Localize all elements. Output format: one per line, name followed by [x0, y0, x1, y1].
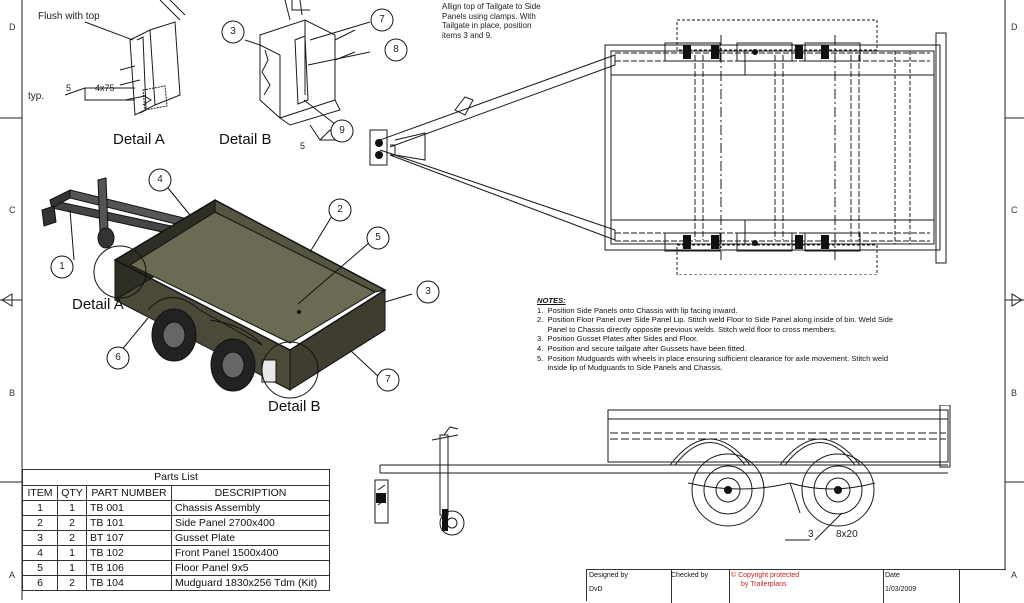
copyright-line-2: by Trailerplans	[741, 581, 787, 588]
detail-a-callout: Detail A	[72, 296, 124, 313]
balloon-2: 2	[337, 204, 343, 215]
title-block: Designed by DvD Checked by © Copyright p…	[586, 569, 1006, 603]
tailgate-note-line-2: Panels using clamps. With	[442, 11, 536, 21]
balloon-9-top: 9	[339, 125, 345, 136]
note-line-4: 3. Position Gusset Plates after Sides an…	[537, 334, 699, 344]
balloon-7: 7	[385, 374, 391, 385]
cell-part-number: TB 106	[86, 560, 172, 576]
zone-c-left: C	[9, 205, 16, 215]
cell-description: Mudguard 1830x256 Tdm (Kit)	[171, 575, 330, 591]
cell-qty: 1	[57, 545, 87, 561]
weld-size-5: 5	[66, 83, 72, 93]
side-view-elevation	[374, 405, 951, 541]
balloon-7-top: 7	[379, 14, 385, 25]
flush-with-top-note: Flush with top	[38, 11, 100, 22]
cell-part-number: TB 102	[86, 545, 172, 561]
table-row: 3 2 BT 107 Gusset Plate	[22, 530, 330, 546]
detail-b-drawing	[221, 0, 408, 143]
parts-header-row: ITEM QTY PART NUMBER DESCRIPTION	[22, 485, 330, 501]
copyright-cell: © Copyright protected by Trailerplans	[729, 570, 884, 603]
parts-list: Parts List ITEM QTY PART NUMBER DESCRIPT…	[22, 469, 330, 591]
balloon-4: 4	[157, 174, 163, 185]
detail-b-callout: Detail B	[268, 398, 321, 415]
notes-title: NOTES:	[537, 296, 566, 305]
notes-block: NOTES: 1. Position Side Panels onto Chas…	[537, 296, 967, 373]
balloon-6: 6	[115, 352, 121, 363]
cell-qty: 2	[57, 515, 87, 531]
table-row: 6 2 TB 104 Mudguard 1830x256 Tdm (Kit)	[22, 575, 330, 591]
weld-size-8x20: 8x20	[836, 529, 858, 540]
col-description: DESCRIPTION	[171, 485, 330, 501]
table-row: 4 1 TB 102 Front Panel 1500x400	[22, 545, 330, 561]
note-line-3: Panel to Chassis directly opposite previ…	[537, 324, 837, 334]
note-line-5: 4. Position and secure tailgate after Gu…	[537, 343, 747, 353]
note-line-7: inside lip of Mudguards to Side Panels a…	[537, 363, 723, 373]
cell-description: Front Panel 1500x400	[171, 545, 330, 561]
isometric-view	[41, 168, 440, 399]
balloon-3-top: 3	[230, 26, 236, 37]
tailgate-note-line-1: Allign top of Tailgate to Side	[442, 2, 541, 11]
balloon-5: 5	[375, 232, 381, 243]
cell-item: 1	[22, 500, 58, 516]
cell-qty: 2	[57, 575, 87, 591]
checked-by-label: Checked by	[671, 572, 708, 579]
cell-part-number: TB 104	[86, 575, 172, 591]
designed-by-cell: Designed by DvD	[587, 570, 672, 603]
date-label: Date	[885, 572, 900, 579]
cell-description: Chassis Assembly	[171, 500, 330, 516]
table-row: 2 2 TB 101 Side Panel 2700x400	[22, 515, 330, 531]
designed-by-label: Designed by	[589, 572, 628, 579]
zone-a-right: A	[1011, 570, 1018, 580]
cell-item: 4	[22, 545, 58, 561]
note-line-6: 5. Position Mudguards with wheels in pla…	[537, 353, 889, 363]
cell-description: Side Panel 2700x400	[171, 515, 330, 531]
weld-size-4x75: 4x75	[95, 83, 115, 93]
date-cell: Date 1/03/2009	[883, 570, 960, 603]
weld-size-5b: 5	[300, 141, 306, 151]
cell-item: 2	[22, 515, 58, 531]
zone-d-left: D	[9, 22, 16, 32]
balloon-1: 1	[59, 261, 65, 272]
detail-a-drawing	[64, 0, 186, 116]
tailgate-note: Allign top of Tailgate to Side Panels us…	[442, 2, 541, 40]
detail-a-label: Detail A	[113, 131, 165, 148]
col-qty: QTY	[57, 485, 87, 501]
zone-a-left: A	[9, 570, 16, 580]
cell-item: 6	[22, 575, 58, 591]
balloon-3: 3	[425, 286, 431, 297]
col-item: ITEM	[22, 485, 58, 501]
table-row: 5 1 TB 106 Floor Panel 9x5	[22, 560, 330, 576]
designed-by-value: DvD	[589, 586, 603, 593]
weld-size-3: 3	[808, 529, 814, 540]
note-line-1: 1. Position Side Panels onto Chassis wit…	[537, 305, 738, 315]
cell-description: Gusset Plate	[171, 530, 330, 546]
cell-item: 3	[22, 530, 58, 546]
cell-qty: 1	[57, 560, 87, 576]
balloon-8-top: 8	[393, 44, 399, 55]
cell-description: Floor Panel 9x5	[171, 560, 330, 576]
parts-table: ITEM QTY PART NUMBER DESCRIPTION 1 1 TB …	[22, 485, 330, 591]
cell-part-number: TB 101	[86, 515, 172, 531]
zone-b-right: B	[1011, 388, 1018, 398]
top-view-plan	[369, 19, 947, 275]
checked-by-cell: Checked by	[669, 570, 730, 603]
zone-d-right: D	[1011, 22, 1018, 32]
cell-qty: 1	[57, 500, 87, 516]
tailgate-note-line-3: Tailgate in place, position	[442, 21, 532, 30]
copyright-line-1: © Copyright protected	[731, 572, 800, 579]
cell-qty: 2	[57, 530, 87, 546]
cell-item: 5	[22, 560, 58, 576]
detail-b-label: Detail B	[219, 131, 272, 148]
parts-list-title: Parts List	[22, 469, 330, 485]
cell-part-number: BT 107	[86, 530, 172, 546]
date-value: 1/03/2009	[885, 586, 917, 593]
col-part-number: PART NUMBER	[86, 485, 172, 501]
cell-part-number: TB 001	[86, 500, 172, 516]
zone-b-left: B	[9, 388, 16, 398]
typ-note: typ.	[28, 91, 45, 102]
table-row: 1 1 TB 001 Chassis Assembly	[22, 500, 330, 516]
zone-c-right: C	[1011, 205, 1018, 215]
tailgate-note-line-4: items 3 and 9.	[442, 30, 493, 40]
note-line-2: 2. Position Floor Panel over Side Panel …	[537, 315, 894, 325]
